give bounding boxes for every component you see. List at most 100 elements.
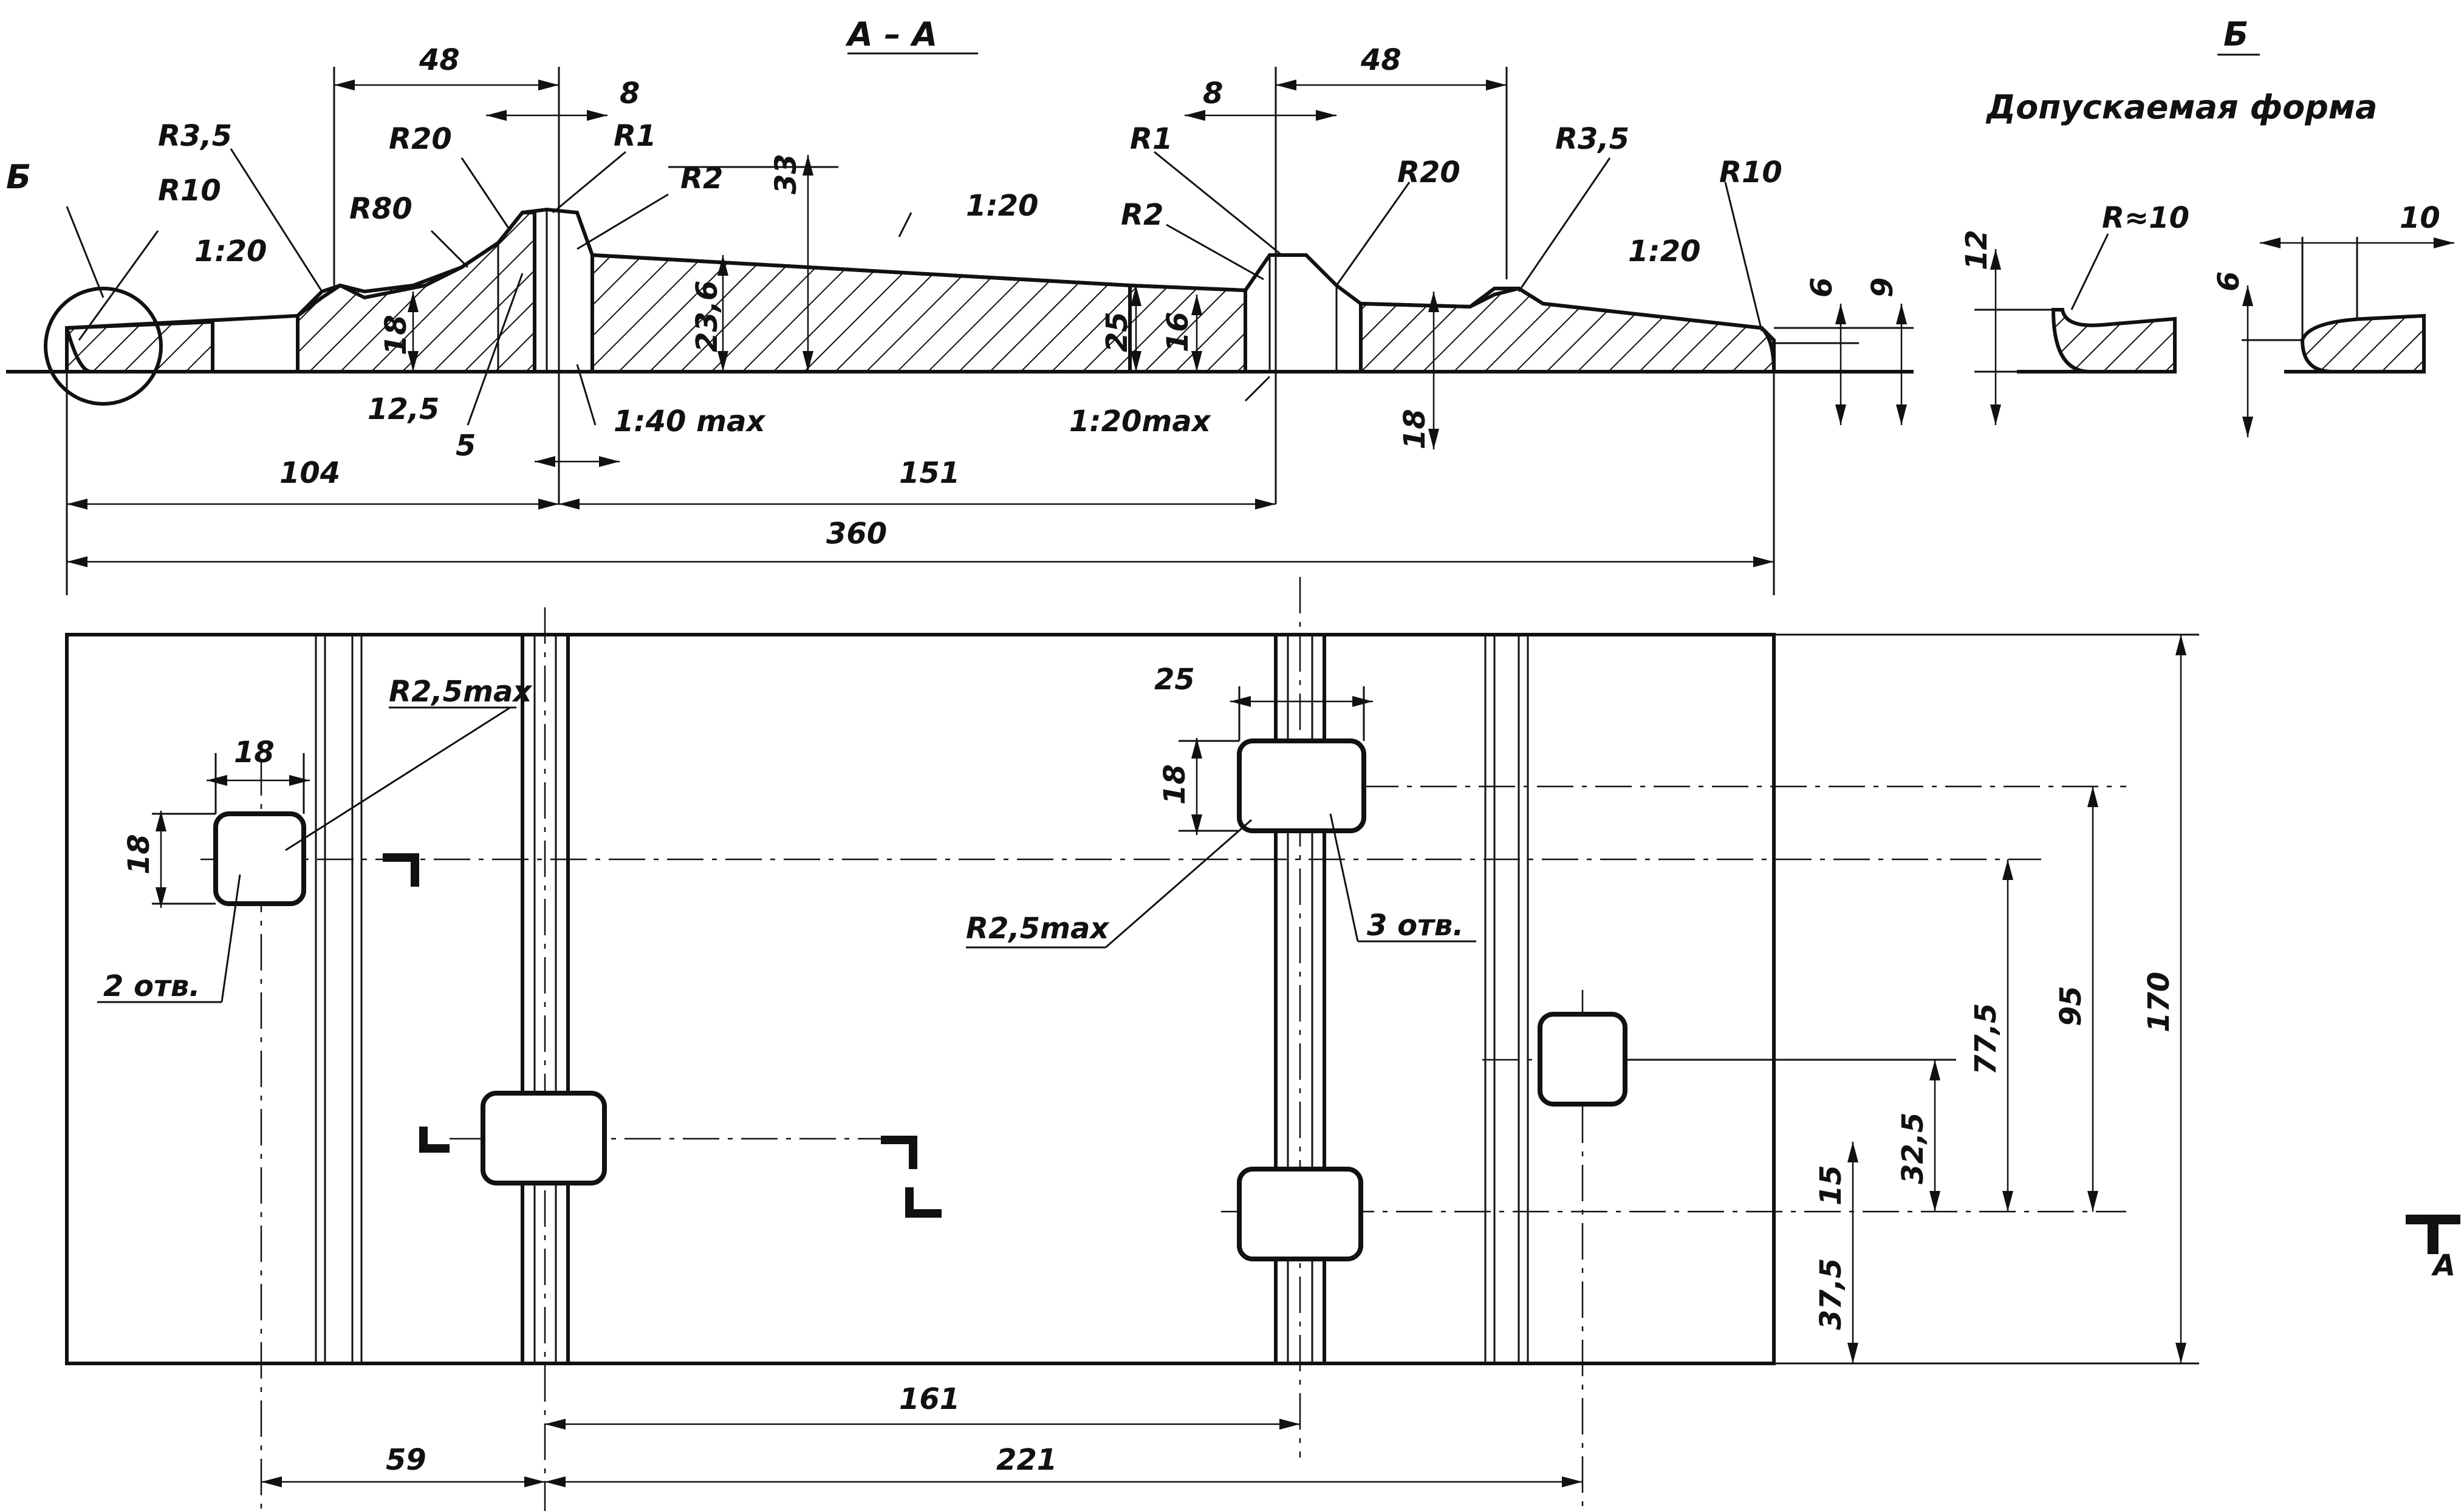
label-125: 12,5 [368,392,439,426]
label-holes-left: 2 отв. [103,969,200,1003]
dimension-arrowhead-23 [1191,351,1202,372]
leader-r10-left [78,230,159,341]
label-8-right: 8 [1203,77,1223,111]
label-18-hole-h: 18 [122,834,156,875]
detail-b: Б Допускаемая форма 12 6 R≈10 10 [1960,15,2454,437]
dimension-arrowhead-4 [486,110,507,121]
dimension-arrowhead-61 [1279,1419,1300,1430]
hole-4 [1538,1012,1627,1107]
hole-3 [1237,738,1366,833]
dimension-arrowhead-39 [289,775,310,786]
label-slope-max-left: 1:40 max [614,404,767,438]
leader-r35-right [1518,157,1611,292]
dimension-arrowhead-10 [559,499,580,510]
label-170: 170 [2142,972,2176,1032]
dimension-arrowhead-50 [2002,859,2013,880]
label-775: 77,5 [1969,1003,2003,1075]
dimension-arrowhead-48 [2087,786,2098,807]
label-r80: R80 [349,192,412,226]
label-slope-max-right: 1:20max [1069,404,1212,438]
label-r25max-left: R2,5max [389,675,533,709]
label-18-left-sec: 18 [379,315,413,355]
dimension-arrowhead-34 [2242,285,2253,306]
label-r1-left: R1 [614,119,656,153]
dimension-arrowhead-1 [538,80,559,90]
view-marker-label: А [2431,1249,2455,1283]
leader-r25max-left [285,706,511,851]
dimension-arrowhead-52 [1929,1060,1940,1080]
left-end-curve [65,327,92,373]
label-b-left: Б [6,158,31,196]
dimension-arrowhead-24 [408,292,419,312]
label-33: 33 [769,154,803,194]
dimension-arrowhead-31 [1896,404,1907,425]
detail-hatch-2 [2300,313,2426,373]
label-slope-mid: 1:20 [966,189,1038,223]
dimension-arrows [67,80,2454,1487]
label-r2-left: R2 [680,162,723,196]
dimension-arrowhead-13 [1753,556,1774,567]
leader-r1-right [1154,151,1282,256]
label-r10-right: R10 [1719,155,1782,189]
leader-r20-left [460,157,512,231]
leader-r2-right [1166,223,1264,281]
label-6: 6 [1805,278,1839,298]
leader-holes-right [1329,813,1359,942]
label-15: 15 [1814,1165,1848,1206]
dimension-arrowhead-22 [1191,295,1202,315]
label-25-sec: 25 [1100,312,1134,352]
label-151: 151 [899,456,960,490]
leader-r1-left [552,151,626,214]
dimension-arrowhead-41 [156,887,166,908]
dimension-arrowhead-46 [2175,635,2186,655]
label-375: 37,5 [1814,1258,1848,1330]
dimension-arrowhead-12 [67,556,87,567]
dimension-arrowhead-55 [1847,1343,1858,1363]
dimension-arrowhead-60 [545,1419,566,1430]
dimension-arrowhead-59 [1562,1476,1583,1487]
dimension-arrowhead-16 [803,155,813,176]
dimension-arrowhead-53 [1929,1191,1940,1212]
dimension-arrowhead-42 [1230,696,1251,707]
dimension-arrowhead-54 [1847,1142,1858,1162]
leader-r20-right [1335,182,1411,286]
dimension-arrowhead-49 [2087,1191,2098,1212]
leader-slope-max-left [576,364,597,426]
label-r20-right: R20 [1397,155,1460,189]
dimension-arrowhead-37 [2434,237,2454,248]
hole-5 [1237,1167,1363,1261]
dimension-arrowhead-25 [408,351,419,372]
detail-leader-r10 [2070,233,2109,310]
label-slope-right: 1:20 [1628,234,1700,268]
detail-label-r10: R≈10 [2102,201,2189,235]
label-r10-left: R10 [158,174,221,208]
detail-letter: Б [2223,15,2248,53]
section-title: А – А [845,15,937,53]
plate-outline [65,633,1776,1365]
label-r1-right: R1 [1130,122,1172,156]
dimension-arrowhead-38 [207,775,227,786]
detail-hatch-1 [2051,308,2177,373]
dimension-arrowhead-5 [587,110,607,121]
plan-view: А 18 18 R2,5max 2 [65,577,2460,1511]
dimension-arrowhead-27 [1428,429,1439,449]
label-r25max-right: R2,5max [966,912,1110,946]
dimension-arrowhead-45 [1191,814,1202,835]
dimension-arrowhead-40 [156,811,166,831]
label-104: 104 [279,456,340,490]
dimension-arrowhead-3 [1486,80,1507,90]
leader-holes-left [221,874,241,1003]
label-18-hole2: 18 [1158,764,1192,805]
dimension-arrowhead-57 [524,1476,545,1487]
dimension-arrowhead-26 [1428,292,1439,312]
dimension-arrowhead-30 [1896,304,1907,324]
label-9: 9 [1866,278,1900,298]
section-marker-4 [905,1187,942,1218]
label-360: 360 [826,517,887,551]
dimension-arrowhead-32 [1990,249,2001,270]
detail-label-12: 12 [1960,230,1994,270]
label-95: 95 [2054,986,2088,1026]
label-236: 23,6 [690,281,724,352]
label-r20-left: R20 [389,122,452,156]
